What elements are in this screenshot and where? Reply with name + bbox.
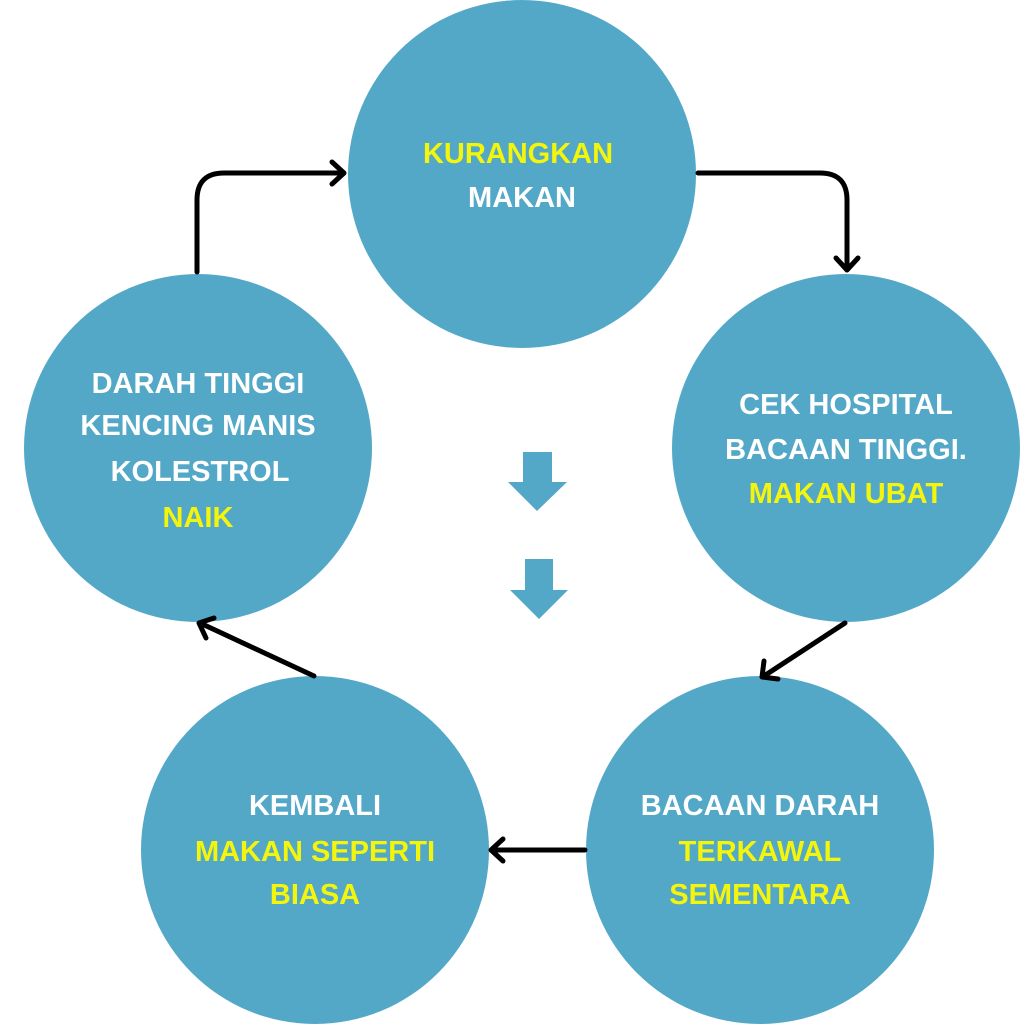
node-bottom-right-label: BACAAN DARAH TERKAWAL SEMENTARA xyxy=(641,790,879,911)
label-line: CEK HOSPITAL xyxy=(739,389,953,421)
node-top-circle xyxy=(348,0,696,348)
down-arrow-icon xyxy=(508,452,567,511)
node-right-circle xyxy=(672,274,1020,622)
label-line: KOLESTROL xyxy=(111,456,290,488)
arrow-top-to-right xyxy=(695,170,861,273)
label-line: MAKAN UBAT xyxy=(749,478,944,510)
node-left-label: DARAH TINGGI KENCING MANIS KOLESTROL NAI… xyxy=(80,368,315,534)
arrow-left-to-top xyxy=(194,159,347,275)
node-bottom-right-circle xyxy=(586,676,934,1024)
node-top-label: KURANGKAN MAKAN xyxy=(423,138,613,214)
label-line: DARAH TINGGI xyxy=(92,368,305,400)
down-arrow-icon xyxy=(510,559,568,619)
label-line: TERKAWAL xyxy=(679,836,842,868)
label-line: SEMENTARA xyxy=(669,879,851,911)
node-right-label: CEK HOSPITAL BACAAN TINGGI. MAKAN UBAT xyxy=(725,389,967,510)
node-left-circle xyxy=(24,274,372,622)
label-line: MAKAN xyxy=(468,182,576,214)
label-line: NAIK xyxy=(163,502,234,534)
label-line: BACAAN TINGGI. xyxy=(725,434,967,466)
label-line: MAKAN SEPERTI xyxy=(195,836,435,868)
arrow-right-to-bottom-right xyxy=(759,620,848,682)
arrow-bottom-left-to-left xyxy=(196,615,317,679)
node-bottom-left-circle xyxy=(141,676,489,1024)
arrow-bottom-right-to-bottom-left xyxy=(488,836,588,864)
label-line: BACAAN DARAH xyxy=(641,790,879,822)
label-line: KENCING MANIS xyxy=(80,410,315,442)
node-bottom-left-label: KEMBALI MAKAN SEPERTI BIASA xyxy=(195,790,435,911)
label-line: BIASA xyxy=(270,879,360,911)
label-line: KEMBALI xyxy=(249,790,381,822)
label-line: KURANGKAN xyxy=(423,138,613,170)
